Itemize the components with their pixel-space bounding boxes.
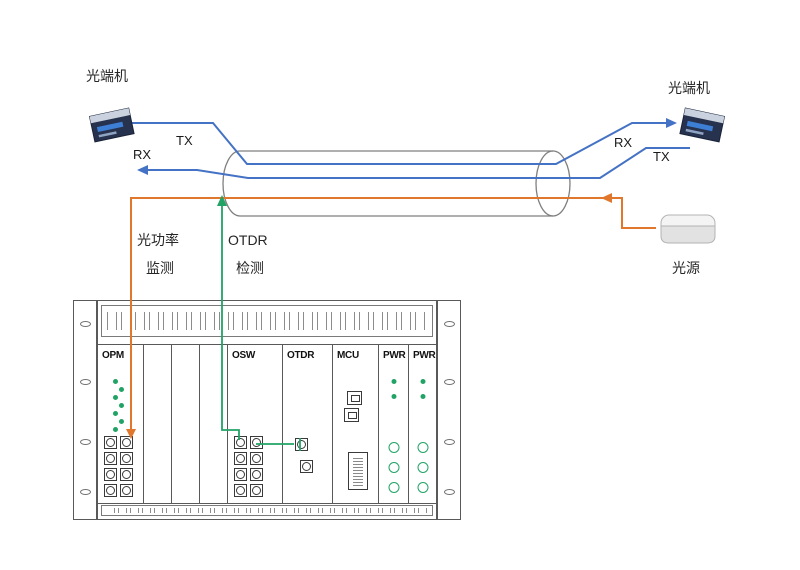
- left-terminal-label: 光端机: [86, 68, 128, 84]
- led: [113, 411, 118, 416]
- screw-hole: [444, 379, 455, 385]
- left-rx-label: RX: [133, 147, 152, 162]
- opm-led-indicators: [113, 379, 124, 432]
- fiber-port: [300, 460, 313, 473]
- arrowhead-up: [217, 195, 227, 206]
- pwr-status-leds: [391, 379, 396, 399]
- light-source-icon: [660, 214, 716, 244]
- fiber-port: [104, 452, 117, 465]
- led: [113, 379, 118, 384]
- fiber-port: [120, 452, 133, 465]
- otdr-label-line2: 检测: [236, 260, 264, 276]
- module-pwr-2: PWR: [409, 345, 436, 503]
- fiber-port: [234, 468, 247, 481]
- module-mcu: MCU: [333, 345, 379, 503]
- led: [119, 387, 124, 392]
- module-pwr-1: PWR: [379, 345, 409, 503]
- rack-body: OPM OSW O: [97, 300, 437, 520]
- led: [391, 394, 396, 399]
- fiber-cable: [222, 150, 571, 217]
- terminal: [417, 482, 428, 493]
- ethernet-jack: [347, 391, 362, 405]
- serial-connector: [348, 452, 368, 490]
- pwr-terminals: [388, 442, 399, 493]
- module-otdr: OTDR: [283, 345, 333, 503]
- power-monitor-label-line1: 光功率: [137, 232, 179, 248]
- led: [391, 379, 396, 384]
- fiber-port: [250, 468, 263, 481]
- fiber-port: [120, 468, 133, 481]
- screw-hole: [80, 321, 91, 327]
- arrowhead-right: [666, 118, 677, 128]
- module-opm: OPM: [98, 345, 144, 503]
- fiber-port: [104, 436, 117, 449]
- terminal: [388, 442, 399, 453]
- otdr-label-line1: OTDR: [228, 232, 268, 248]
- screw-hole: [444, 489, 455, 495]
- module-pwr2-label: PWR: [413, 350, 436, 361]
- light-source-label: 光源: [672, 260, 700, 276]
- screw-hole: [444, 439, 455, 445]
- fiber-port: [120, 436, 133, 449]
- module-osw-label: OSW: [232, 350, 255, 361]
- led: [119, 419, 124, 424]
- vent-slots-top: [101, 305, 433, 337]
- terminal: [388, 462, 399, 473]
- fiber-port: [234, 484, 247, 497]
- led: [113, 395, 118, 400]
- pwr-terminals: [417, 442, 428, 493]
- vent-slots-bottom: [101, 505, 433, 516]
- fiber-port: [295, 438, 308, 451]
- rack-ear-left: [73, 300, 97, 520]
- module-osw: OSW: [228, 345, 283, 503]
- fiber-port: [250, 452, 263, 465]
- terminal: [417, 462, 428, 473]
- terminal: [417, 442, 428, 453]
- led: [113, 427, 118, 432]
- right-rx-label: RX: [614, 135, 633, 150]
- pwr-status-leds: [420, 379, 425, 399]
- module-opm-label: OPM: [102, 350, 124, 361]
- right-tx-label: TX: [653, 149, 670, 164]
- module-mcu-label: MCU: [337, 350, 359, 361]
- module-bay: OPM OSW O: [98, 344, 436, 504]
- led: [420, 379, 425, 384]
- osw-fiber-ports: [234, 436, 263, 497]
- terminal: [388, 482, 399, 493]
- left-tx-label: TX: [176, 133, 193, 148]
- module-otdr-label: OTDR: [287, 350, 315, 361]
- tx-line-right-to-left: [137, 147, 690, 179]
- optical-terminal-right-icon: [679, 107, 726, 143]
- module-blank-slot: [144, 345, 172, 503]
- rack-ear-right: [437, 300, 461, 520]
- led: [119, 403, 124, 408]
- opm-fiber-ports: [104, 436, 133, 497]
- screw-hole: [80, 489, 91, 495]
- fiber-port: [234, 452, 247, 465]
- fiber-port: [250, 484, 263, 497]
- power-monitor-label-line2: 监测: [146, 260, 174, 276]
- module-pwr1-label: PWR: [383, 350, 406, 361]
- tx-line-left-to-right: [130, 118, 677, 165]
- fiber-port: [234, 436, 247, 449]
- right-terminal-label: 光端机: [668, 80, 710, 96]
- fiber-port: [120, 484, 133, 497]
- fiber-port: [104, 468, 117, 481]
- arrowhead-left: [137, 165, 148, 175]
- fiber-port: [250, 436, 263, 449]
- rack-chassis: OPM OSW O: [73, 300, 461, 520]
- screw-hole: [80, 379, 91, 385]
- screw-hole: [80, 439, 91, 445]
- screw-hole: [444, 321, 455, 327]
- module-blank-slot: [172, 345, 200, 503]
- ethernet-jack: [344, 408, 359, 422]
- fiber-port: [104, 484, 117, 497]
- led: [420, 394, 425, 399]
- optical-terminal-left-icon: [88, 107, 135, 143]
- module-blank-slot: [200, 345, 228, 503]
- arrowhead-left: [601, 193, 612, 203]
